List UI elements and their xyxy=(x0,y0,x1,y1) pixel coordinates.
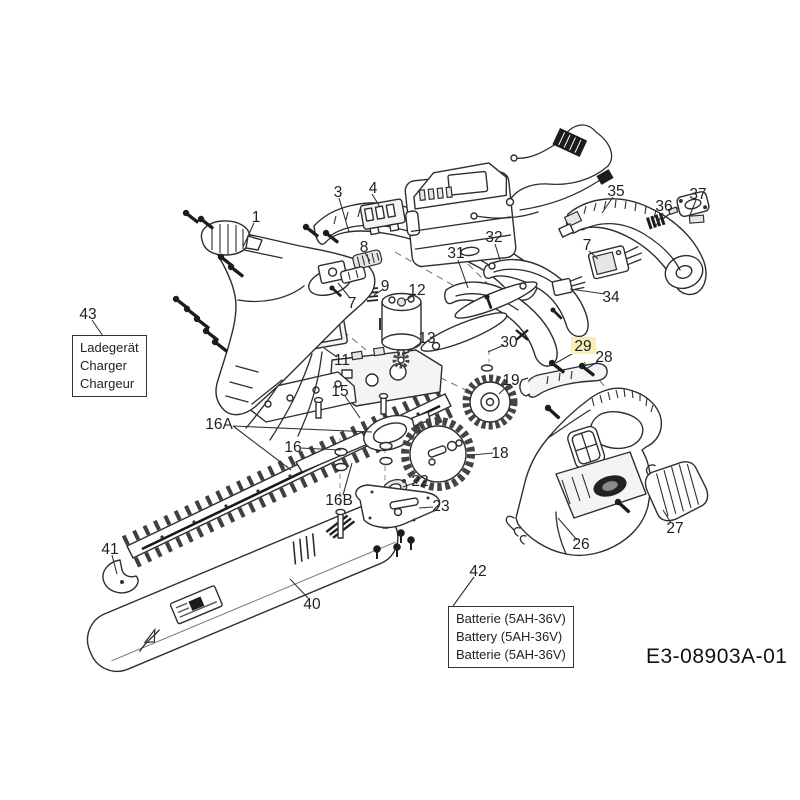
cover-vents xyxy=(292,533,316,565)
callout-19: 19 xyxy=(502,372,519,389)
battery-label-line3: Batterie (5AH-36V) xyxy=(456,646,566,662)
gear-18 xyxy=(401,417,475,491)
battery-label-line1: Batterie (5AH-36V) xyxy=(456,611,566,626)
callout-16b: 16B xyxy=(325,492,353,509)
battery-label-box: Batterie (5AH-36V) Battery (5AH-36V) Bat… xyxy=(448,606,574,668)
side-cover-27 xyxy=(644,461,709,522)
callout-12: 12 xyxy=(408,282,425,299)
callout-30: 30 xyxy=(500,334,518,351)
motor-12 xyxy=(379,292,422,359)
callout-27: 27 xyxy=(666,520,683,537)
charger-label-box: Ladegerät Charger Chargeur xyxy=(72,335,147,397)
callout-29-highlight xyxy=(571,337,596,354)
blade-tip-guard-41 xyxy=(102,559,139,594)
callout-7-left: 7 xyxy=(348,295,357,312)
cord-plate-37 xyxy=(676,191,710,224)
terminal-block-4 xyxy=(359,198,406,236)
callout-15: 15 xyxy=(331,383,348,400)
callout-42: 42 xyxy=(469,563,486,580)
leader-lines xyxy=(91,193,697,607)
callout-41: 41 xyxy=(101,541,118,558)
callout-29-highlighted: 29 xyxy=(574,338,591,355)
blade-cover-40 xyxy=(86,505,399,673)
callout-numbers: 1 3 4 7 7 8 9 11 12 13 15 16A 16 16B 18 … xyxy=(79,180,706,613)
callout-13: 13 xyxy=(418,330,435,347)
rear-grip-ribs xyxy=(583,199,657,219)
callout-28: 28 xyxy=(595,349,612,366)
callout-40: 40 xyxy=(303,596,321,613)
trigger-recess xyxy=(567,425,606,470)
charger-label-line3: Chargeur xyxy=(80,375,135,391)
rear-housing-26 xyxy=(505,387,663,557)
grip-strip-29 xyxy=(519,362,608,398)
strain-relief-36 xyxy=(646,203,685,230)
button-8 xyxy=(339,249,383,284)
callout-36: 36 xyxy=(655,198,672,215)
battery-pack xyxy=(404,162,517,268)
rear-grip-35 xyxy=(558,198,707,296)
drawing-code: E3-08903A-01 xyxy=(646,645,788,668)
callout-37: 37 xyxy=(689,186,706,203)
callout-35: 35 xyxy=(607,183,624,200)
grip-cover-1 xyxy=(200,220,263,256)
callout-1: 1 xyxy=(252,209,261,226)
drive-links-30 xyxy=(420,281,538,352)
callout-31: 31 xyxy=(447,245,464,262)
plug-7-right xyxy=(587,245,643,280)
screw-icon xyxy=(192,314,212,332)
callout-23: 23 xyxy=(432,498,449,515)
callout-32: 32 xyxy=(485,229,502,246)
charger-label-line2: Charger xyxy=(80,357,127,373)
callout-7-right: 7 xyxy=(583,237,592,254)
callout-26: 26 xyxy=(572,536,589,553)
cover-arrow xyxy=(139,627,160,652)
clip-34 xyxy=(551,276,586,297)
wiring-harness xyxy=(470,124,614,220)
handle-shell-32 xyxy=(483,258,589,338)
callout-8: 8 xyxy=(360,239,369,256)
callout-18: 18 xyxy=(491,445,508,462)
cover-label-plate xyxy=(169,585,223,625)
callout-16a: 16A xyxy=(205,416,233,433)
screw-icon xyxy=(181,208,201,226)
small-bolts xyxy=(373,529,415,559)
switch-7-left xyxy=(317,260,348,284)
screw-icon xyxy=(210,337,230,355)
pinion-13 xyxy=(392,351,410,369)
callout-11: 11 xyxy=(334,352,350,369)
callout-9: 9 xyxy=(381,278,390,295)
callout-43: 43 xyxy=(79,306,96,323)
housing-ribs xyxy=(591,388,654,413)
cover-plate-23 xyxy=(355,484,441,529)
eccentric-ring-bar xyxy=(295,411,431,473)
callout-3: 3 xyxy=(334,184,343,201)
callout-34: 34 xyxy=(602,289,620,306)
charger-label-line1: Ladegerät xyxy=(80,340,139,355)
screw-icon xyxy=(543,403,562,421)
gear-19 xyxy=(462,374,518,430)
battery-label-line2: Battery (5AH-36V) xyxy=(456,628,563,644)
callout-4: 4 xyxy=(369,180,378,197)
callout-16: 16 xyxy=(284,439,301,456)
callout-22: 22 xyxy=(411,473,428,490)
